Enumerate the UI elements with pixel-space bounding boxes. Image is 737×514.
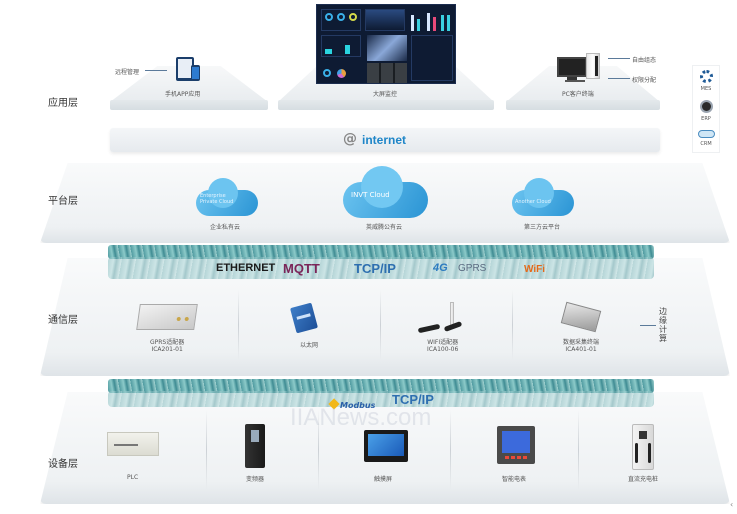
touchscreen-label: 触摸屏 [374, 476, 393, 483]
divider [238, 290, 239, 360]
tcpip-logo: TCP/IP [392, 392, 434, 407]
internet-bar [110, 128, 660, 152]
crm-label: CRM [700, 141, 712, 147]
wifi-adapter-label: WIFI适配器 ICA100-06 [427, 339, 458, 353]
inverter-label: 变频器 [246, 476, 265, 483]
permission-assignment-annotation: 权限分配 [632, 77, 657, 84]
layer-label-application: 应用层 [48, 98, 78, 109]
dashboard-screen-icon [316, 4, 456, 84]
crm-cloud-icon [698, 130, 715, 138]
device-model: ICA401-01 [565, 346, 597, 353]
cloud-icon: Another Cloud [512, 178, 574, 218]
private-cloud-label: 企业私有云 [210, 224, 241, 231]
mobile-app-label: 手机APP应用 [165, 91, 201, 98]
cloud-text: Another Cloud [515, 199, 551, 205]
desktop-computer-icon [557, 53, 603, 83]
mqtt-logo: MQTT [283, 261, 320, 276]
bigscreen-label: 大屏监控 [373, 91, 398, 98]
touchscreen-icon [364, 430, 408, 462]
pc-client-label: PC客户终端 [562, 91, 594, 98]
dc-charger-label: 直流充电桩 [628, 476, 659, 483]
annotation-line [145, 70, 167, 71]
layer-label-device: 设备层 [48, 459, 78, 470]
remote-management-annotation: 远程管理 [115, 69, 140, 76]
inverter-icon [245, 424, 265, 468]
divider [578, 410, 579, 490]
side-systems-panel: MES ERP CRM [692, 65, 720, 153]
divider [380, 290, 381, 360]
gprs-adapter-label: GPRS适配器 ICA201-01 [150, 339, 184, 353]
at-icon: @ [343, 131, 357, 147]
device-model: ICA201-01 [151, 346, 183, 353]
cloud-text: INVT Cloud [351, 191, 390, 199]
chevron-left-icon[interactable]: ‹ [730, 500, 734, 509]
protocol-bus-top [108, 379, 654, 393]
edge-computing-label: 边缘计算 [659, 307, 667, 343]
wifi-logo: WiFi [524, 264, 546, 275]
device-model: ICA100-06 [427, 346, 459, 353]
plc-label: PLC [127, 474, 139, 481]
plc-icon [107, 432, 159, 456]
annotation-line [608, 78, 630, 79]
tablet-phone-icon [176, 57, 202, 83]
data-acquisition-terminal-label: 数据采集终端 ICA401-01 [563, 339, 599, 353]
protocol-bus [108, 257, 654, 279]
wifi-adapter-icon [417, 302, 464, 336]
protocol-bus [108, 391, 654, 407]
third-party-cloud-label: 第三方云平台 [524, 224, 561, 231]
erp-label: ERP [701, 116, 711, 122]
layer-label-platform: 平台层 [48, 196, 78, 207]
dc-charger-icon [632, 424, 654, 470]
modbus-logo: Modbus [328, 393, 376, 412]
device-name: GPRS适配器 [150, 339, 185, 346]
divider [512, 290, 513, 360]
cloud-icon: INVT Cloud [343, 166, 428, 220]
gprs-adapter-icon [136, 304, 198, 330]
smart-meter-label: 智能电表 [502, 476, 527, 483]
tcpip-logo: TCP/IP [354, 261, 396, 276]
smart-meter-icon [497, 426, 535, 464]
erp-badge-icon [700, 100, 713, 113]
protocol-bus-top [108, 245, 654, 259]
ethernet-device-label: 以太网 [300, 342, 319, 349]
4g-logo: 4G [433, 262, 448, 274]
mes-label: MES [700, 86, 712, 92]
annotation-line [608, 58, 630, 59]
cloud-icon: Enterprise Private Cloud [196, 178, 258, 218]
ethernet-logo: ETHERNET [216, 262, 276, 274]
device-name: 数据采集终端 [563, 339, 600, 346]
layer-label-communication: 通信层 [48, 315, 78, 326]
divider [206, 410, 207, 490]
modbus-text: Modbus [340, 401, 376, 410]
cloud-text: Enterprise Private Cloud [200, 193, 234, 205]
gear-icon [700, 70, 713, 83]
watermark: IIANews.com [290, 404, 432, 431]
divider [450, 410, 451, 490]
internet-label: internet [362, 133, 407, 147]
annotation-line [640, 325, 656, 326]
gprs-logo: GPRS [458, 263, 487, 274]
public-cloud-label: 英威腾公有云 [366, 224, 403, 231]
divider [318, 410, 319, 490]
free-configuration-annotation: 自由组态 [632, 57, 657, 64]
device-name: WIFI适配器 [427, 339, 459, 346]
